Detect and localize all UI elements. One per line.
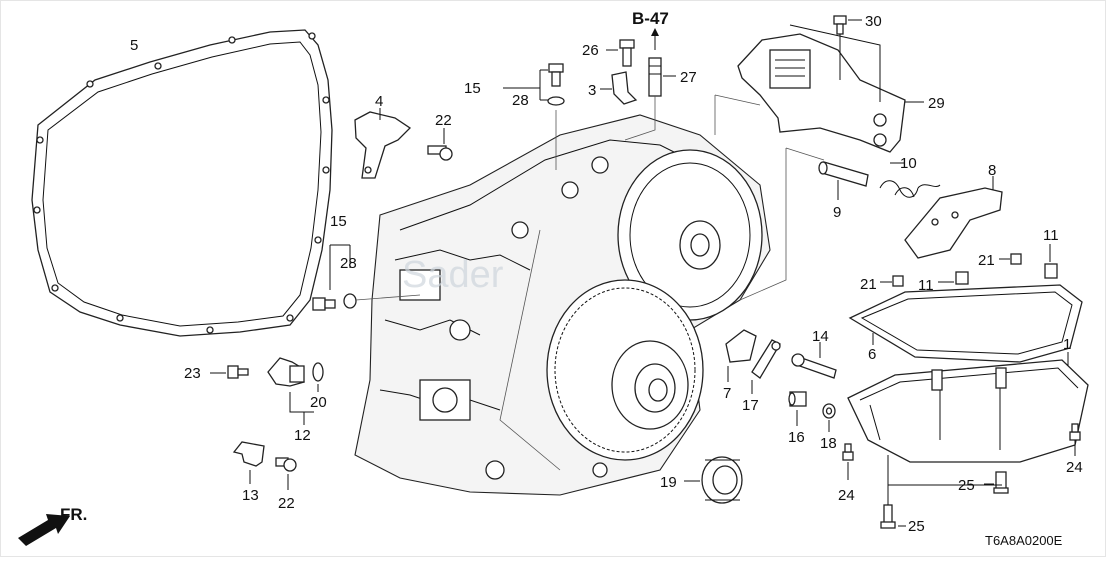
callout-19[interactable]: 19 bbox=[660, 474, 677, 491]
bracket-part-4[interactable] bbox=[354, 111, 412, 179]
bolt-part-22-lower[interactable] bbox=[275, 457, 297, 472]
callout-28-upper[interactable]: 28 bbox=[512, 92, 529, 109]
gasket-part-5[interactable] bbox=[31, 29, 333, 337]
callout-5[interactable]: 5 bbox=[130, 37, 138, 54]
front-direction-arrow bbox=[18, 514, 70, 546]
clip-part-21-right[interactable] bbox=[1010, 253, 1022, 265]
reference-label-b47[interactable]: B-47 bbox=[632, 9, 669, 28]
bolt-part-26[interactable] bbox=[619, 39, 635, 67]
callout-23[interactable]: 23 bbox=[184, 365, 201, 382]
callout-15-lower[interactable]: 15 bbox=[330, 213, 347, 230]
oil-seal-part-19[interactable] bbox=[701, 456, 743, 504]
bolt-part-24-right[interactable] bbox=[1069, 423, 1081, 441]
lever-part-17[interactable] bbox=[751, 339, 781, 379]
washer-part-28-upper[interactable] bbox=[547, 96, 565, 106]
clip-part-11-left[interactable] bbox=[955, 271, 969, 285]
diagram-code: T6A8A0200E bbox=[985, 533, 1063, 548]
callout-21-left[interactable]: 21 bbox=[860, 276, 877, 293]
callout-16[interactable]: 16 bbox=[788, 429, 805, 446]
callout-22-upper[interactable]: 22 bbox=[435, 112, 452, 129]
callout-8[interactable]: 8 bbox=[988, 162, 996, 179]
callout-18[interactable]: 18 bbox=[820, 435, 837, 452]
shaft-part-9[interactable] bbox=[818, 161, 869, 187]
pan-gasket-part-6[interactable] bbox=[848, 284, 1083, 363]
callout-24-right[interactable]: 24 bbox=[1066, 459, 1083, 476]
bracket-part-13[interactable] bbox=[232, 441, 265, 467]
spring-part-10[interactable] bbox=[879, 180, 941, 198]
callout-13[interactable]: 13 bbox=[242, 487, 259, 504]
bolt-part-15-lower[interactable] bbox=[312, 297, 336, 311]
bolt-part-14[interactable] bbox=[791, 353, 837, 379]
bracket-part-3[interactable] bbox=[611, 71, 638, 105]
bolt-part-15-upper[interactable] bbox=[548, 63, 564, 87]
washer-part-18[interactable] bbox=[822, 403, 836, 419]
oil-pan-part-1[interactable] bbox=[847, 359, 1089, 463]
bolt-part-23[interactable] bbox=[227, 365, 249, 379]
callout-15-upper[interactable]: 15 bbox=[464, 80, 481, 97]
callout-10[interactable]: 10 bbox=[900, 155, 917, 172]
callout-24-left[interactable]: 24 bbox=[838, 487, 855, 504]
callout-3[interactable]: 3 bbox=[588, 82, 596, 99]
bolt-part-24-left[interactable] bbox=[842, 443, 854, 461]
callout-7[interactable]: 7 bbox=[723, 385, 731, 402]
clip-part-11-right[interactable] bbox=[1044, 263, 1058, 279]
watermark: Sader bbox=[402, 254, 504, 296]
callout-1[interactable]: 1 bbox=[1063, 336, 1071, 353]
callout-4[interactable]: 4 bbox=[375, 93, 383, 110]
bolt-part-30[interactable] bbox=[833, 15, 847, 35]
callout-27[interactable]: 27 bbox=[680, 69, 697, 86]
callout-21-right[interactable]: 21 bbox=[978, 252, 995, 269]
bolt-part-22-upper[interactable] bbox=[427, 145, 453, 161]
clip-part-21-left[interactable] bbox=[892, 275, 904, 287]
callout-25-bottom[interactable]: 25 bbox=[908, 518, 925, 535]
bracket-part-7[interactable] bbox=[725, 329, 757, 363]
callout-30[interactable]: 30 bbox=[865, 13, 882, 30]
sensor-part-16[interactable] bbox=[788, 391, 807, 407]
callout-12[interactable]: 12 bbox=[294, 427, 311, 444]
washer-part-28-lower[interactable] bbox=[343, 293, 357, 309]
callout-6[interactable]: 6 bbox=[868, 346, 876, 363]
callout-11-left[interactable]: 11 bbox=[918, 277, 934, 294]
front-label: FR. bbox=[60, 505, 87, 524]
transmission-case[interactable] bbox=[354, 114, 771, 496]
bolt-part-25-right[interactable] bbox=[993, 471, 1009, 494]
sensor-part-12[interactable] bbox=[267, 357, 305, 387]
callout-17[interactable]: 17 bbox=[742, 397, 759, 414]
gasket-holes bbox=[33, 32, 330, 334]
callout-22-lower[interactable]: 22 bbox=[278, 495, 295, 512]
solenoid-assembly-part-29[interactable] bbox=[737, 33, 906, 153]
lever-part-8[interactable] bbox=[904, 187, 1003, 259]
callout-26[interactable]: 26 bbox=[582, 42, 599, 59]
callout-25-right[interactable]: 25 bbox=[958, 477, 975, 494]
stud-part-27[interactable] bbox=[648, 57, 662, 97]
callout-29[interactable]: 29 bbox=[928, 95, 945, 112]
callout-14[interactable]: 14 bbox=[812, 328, 829, 345]
callout-20[interactable]: 20 bbox=[310, 394, 327, 411]
bolt-part-25-bottom[interactable] bbox=[880, 504, 896, 529]
callout-9[interactable]: 9 bbox=[833, 204, 841, 221]
callout-28-lower[interactable]: 28 bbox=[340, 255, 357, 272]
callout-11-right[interactable]: 11 bbox=[1043, 227, 1059, 244]
o-ring-part-20[interactable] bbox=[312, 362, 324, 382]
